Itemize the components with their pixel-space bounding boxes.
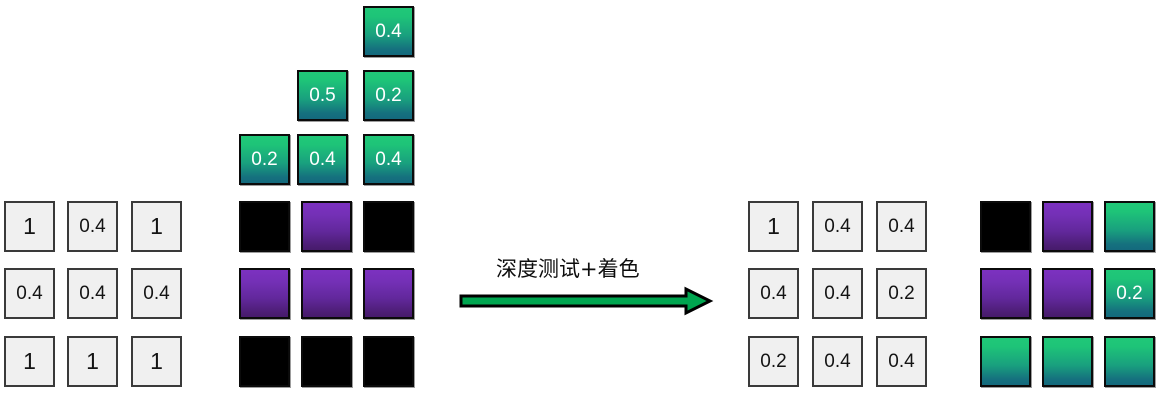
depth-cell: 1 xyxy=(4,201,55,252)
depth-cell: 0.4 xyxy=(67,268,118,319)
depth-cell: 0.4 xyxy=(876,336,927,387)
fragment-cell: 0.4 xyxy=(363,6,414,57)
depth-cell: 0.2 xyxy=(876,268,927,319)
depth-cell: 1 xyxy=(67,336,118,387)
color-cell xyxy=(239,336,290,387)
color-cell xyxy=(363,336,414,387)
color-cell xyxy=(1042,201,1093,252)
depth-cell: 1 xyxy=(748,201,799,252)
fragment-cell: 0.4 xyxy=(363,134,414,185)
depth-cell: 1 xyxy=(4,336,55,387)
depth-cell: 0.4 xyxy=(812,201,863,252)
color-cell xyxy=(301,336,352,387)
arrow-icon xyxy=(459,286,714,316)
process-arrow xyxy=(458,286,714,321)
depth-cell: 0.4 xyxy=(812,336,863,387)
color-cell: 0.2 xyxy=(1104,268,1155,319)
fragment-cell: 0.2 xyxy=(363,70,414,121)
fragment-cell: 0.4 xyxy=(297,134,348,185)
color-cell xyxy=(1104,336,1155,387)
fragment-cell: 0.2 xyxy=(239,134,290,185)
color-cell xyxy=(363,201,414,252)
color-cell xyxy=(363,268,414,319)
color-cell xyxy=(1042,268,1093,319)
color-cell xyxy=(980,336,1031,387)
depth-cell: 0.4 xyxy=(748,268,799,319)
depth-cell: 0.2 xyxy=(748,336,799,387)
color-cell xyxy=(301,201,352,252)
color-cell xyxy=(239,201,290,252)
color-cell xyxy=(1104,201,1155,252)
depth-cell: 0.4 xyxy=(131,268,182,319)
depth-cell: 0.4 xyxy=(876,201,927,252)
fragment-cell: 0.5 xyxy=(297,70,348,121)
color-cell xyxy=(980,201,1031,252)
depth-cell: 1 xyxy=(131,336,182,387)
depth-cell: 0.4 xyxy=(812,268,863,319)
depth-cell: 0.4 xyxy=(67,201,118,252)
color-cell xyxy=(239,268,290,319)
color-cell xyxy=(980,268,1031,319)
arrow-label: 深度测试+着色 xyxy=(496,257,640,281)
depth-cell: 1 xyxy=(131,201,182,252)
color-cell xyxy=(301,268,352,319)
depth-cell: 0.4 xyxy=(4,268,55,319)
color-cell xyxy=(1042,336,1093,387)
